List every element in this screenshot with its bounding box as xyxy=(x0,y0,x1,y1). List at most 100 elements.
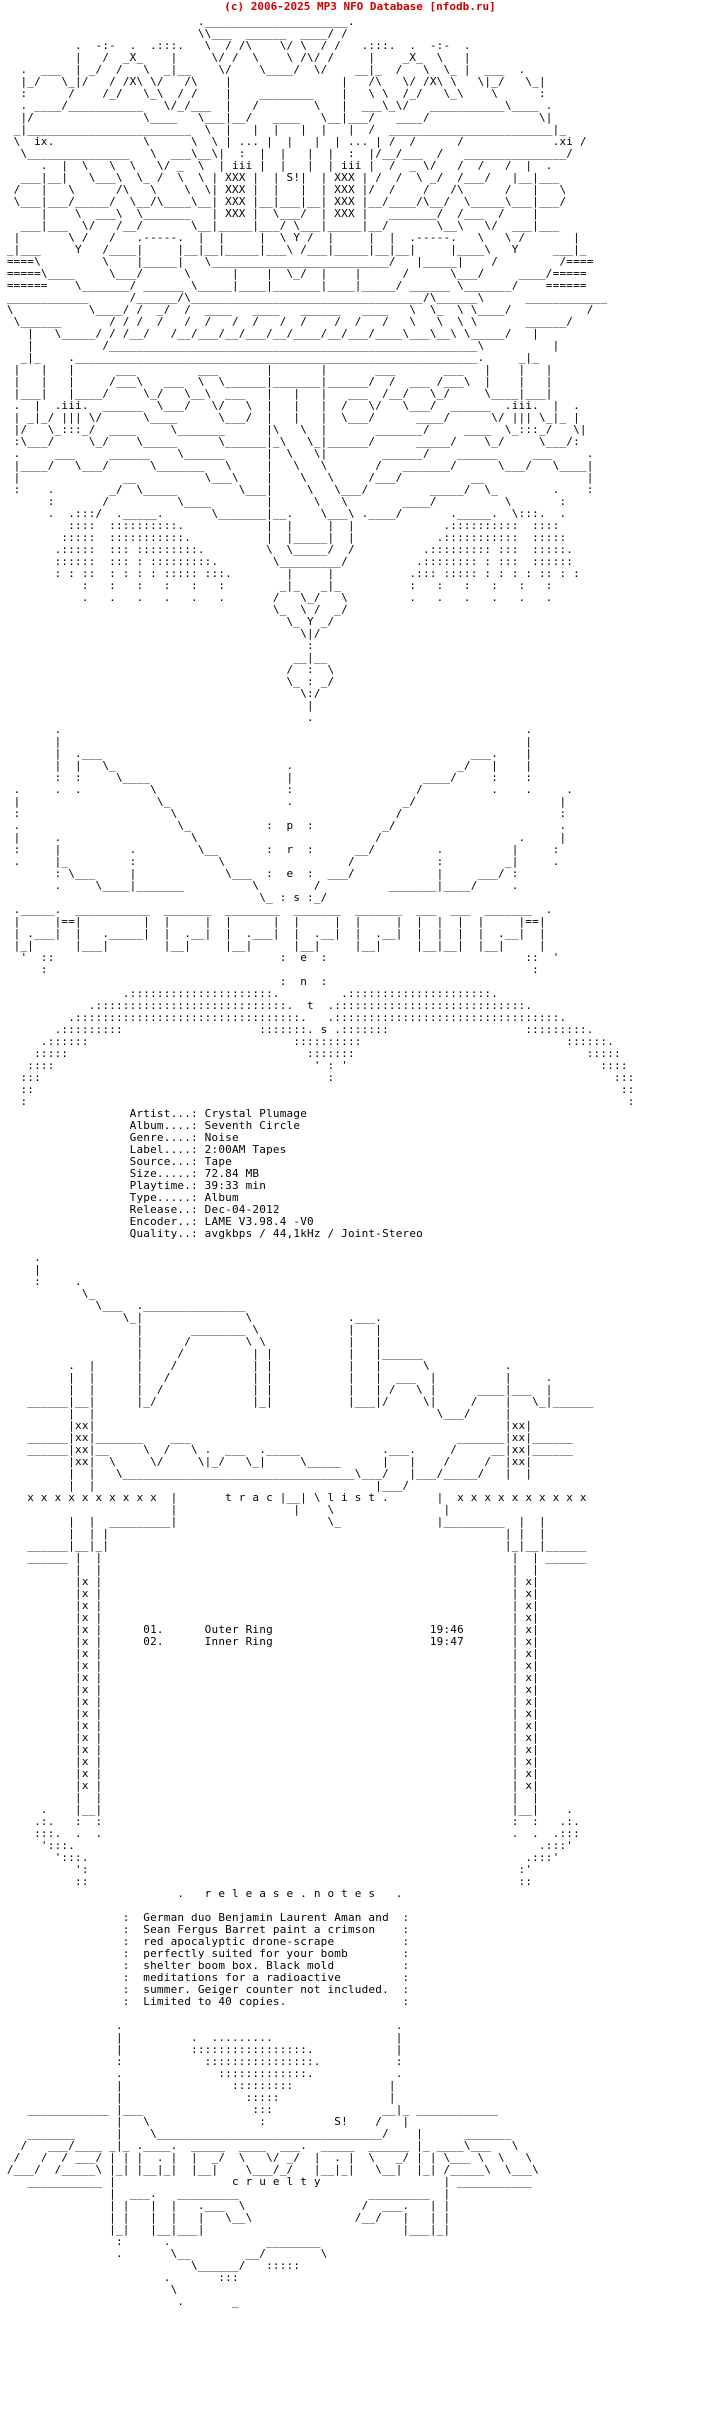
nfo-line: . \_ : p : _/ . xyxy=(0,819,567,832)
nfo-line: | | | | .___ \ / ___. | | xyxy=(0,2199,451,2212)
nfo-line: . xyxy=(0,1251,41,1264)
nfo-line: / / / ___/ | | | . | | _/ \ \/ _/ | . | … xyxy=(0,2151,533,2164)
nfo-line: : red apocalyptic drone-scrape : xyxy=(0,1935,410,1948)
nfo-line: |x | | x| xyxy=(0,1611,539,1624)
nfo-line: | | | / | | | | ___ | | . xyxy=(0,1371,553,1384)
nfo-line: _|___ Y /____| |__|__|_____|___\ /___|__… xyxy=(0,243,587,256)
nfo-line: | \ / / .-----. | | | \ Y / | | | .-----… xyxy=(0,231,580,244)
nfo-line: . \____|_______ \ / _______|____/ . xyxy=(0,879,519,892)
nfo-line: | _|_/ ||| \/ \____ \___/ | | | \___/ __… xyxy=(0,411,580,424)
nfo-line: | __ \___\ | \ \ /___/ __ | xyxy=(0,471,594,484)
nfo-line: | | | | xyxy=(0,1791,539,1804)
nfo-line: |x | | x| xyxy=(0,1683,539,1696)
nfo-line: : . xyxy=(0,1275,82,1288)
nfo-line: . | | / | | | | \ . xyxy=(0,1359,512,1372)
nfo-line: : meditations for a radioactive : xyxy=(0,1971,410,1984)
nfo-line: : summer. Geiger counter not included. : xyxy=(0,1983,410,1996)
nfo-line: | | \__________________________________\… xyxy=(0,1467,533,1480)
nfo-line: ___|___ \/ /__/ \__|_____|___/ \___|____… xyxy=(0,219,560,232)
nfo-line: ::::: :::::::::::. | |_____| | .::::::::… xyxy=(0,531,567,544)
nfo-line: :::: ' : ' :::: xyxy=(0,1059,628,1072)
nfo-line: | ___. _________ _________ | xyxy=(0,2187,451,2200)
nfo-line: : shelter boom box. Black mold : xyxy=(0,1959,410,1972)
nfo-line: : \___ | \___ : e : ___/ | ___/ : xyxy=(0,867,519,880)
nfo-line: ::::: ::::::: ::::: xyxy=(0,1047,621,1060)
nfo-line: ':::. .:::' xyxy=(0,1839,574,1852)
nfo-line: .:. : : : : .:. xyxy=(0,1815,580,1828)
nfo-line: ._____. ___________ _______ ________ ___… xyxy=(0,903,553,916)
nfo-line: | ::::::::: | xyxy=(0,2079,396,2092)
nfo-line: | . \ / . | xyxy=(0,831,567,844)
nfo-line: | | \_ . _/ | | xyxy=(0,759,533,772)
nfo-line: |x | | x| xyxy=(0,1599,539,1612)
nfo-line: ._____________________. xyxy=(0,16,355,28)
nfo-line: /___/ /_____\ |_| |__|_| |__| \___/_/ |_… xyxy=(0,2163,539,2176)
nfo-line: :::. . . . . .::: xyxy=(0,1827,580,1840)
nfo-line: | /_____________________________________… xyxy=(0,339,560,352)
nfo-line: Album....: Seventh Circle xyxy=(0,1119,301,1132)
nfo-line: . xyxy=(0,711,314,724)
nfo-line: Label....: 2:00AM Tapes xyxy=(0,1143,287,1156)
nfo-line: . . . . . . / \_/ \ . . . . . . xyxy=(0,591,553,604)
nfo-line: \_| \ .___. xyxy=(0,1311,383,1324)
nfo-line: |x | | x| xyxy=(0,1587,539,1600)
nfo-line: \ ix. \ \ \ | ... | | | | ... | / / / .x… xyxy=(0,135,587,148)
nfo-line: . r e l e a s e . n o t e s . xyxy=(0,1887,403,1900)
nfo-line: | |==| | | | | | | | | | | | | | |==| xyxy=(0,915,546,928)
nfo-line: .:::::::::::::::::::::::::::::::::. .:::… xyxy=(0,1011,567,1024)
nfo-line: : ::::::::::::::::. : xyxy=(0,2055,403,2068)
nfo-line: Artist...: Crystal Plumage xyxy=(0,1107,308,1120)
nfo-line: :: :: xyxy=(0,1083,635,1096)
nfo-line: ______|xx|__ \ / \ . ___ ._____ .___. / … xyxy=(0,1443,574,1456)
nfo-line: ___________ | c r u e l t y | __________… xyxy=(0,2175,533,2188)
nfo-line: .::::: ::: :::::::::. \ \_____/ / .:::::… xyxy=(0,543,574,556)
nfo-line: / | \ /\ \ \ \| XXX | | | | XXX |/ / / /… xyxy=(0,183,567,196)
nfo-line: ' :: : e : :: ' xyxy=(0,951,560,964)
nfo-line: ____________ |___ ::: __|_ ____________ xyxy=(0,2103,499,2116)
nfo-line: \______ / / / / / / / / / / / / / \ \ \ … xyxy=(0,315,574,328)
nfo-line: ___|__| \___\ \_ / \ \ | XXX | | S!| | X… xyxy=(0,171,560,184)
nfo-line: | \_ . _/ | xyxy=(0,795,567,808)
nfo-line: . ___ | _/ / \ _|__ \/ \____/ \/ __|_ / … xyxy=(0,63,526,76)
nfo-line: \______/ ::::: xyxy=(0,2259,301,2272)
nfo-line: |x | | x| xyxy=(0,1731,539,1744)
nfo-line: :: :: xyxy=(0,1875,533,1888)
nfo-line: :::: ::::::::::. | | | | .:::::::::: :::… xyxy=(0,519,560,532)
nfo-line: \_ Y _/ xyxy=(0,615,335,628)
nfo-line: |x | 02. Inner Ring 19:47 | x| xyxy=(0,1635,539,1648)
nfo-line: Encoder..: LAME V3.98.4 -V0 xyxy=(0,1215,314,1228)
nfo-line: . . . \ : / . . . xyxy=(0,783,574,796)
nfo-line: : . ________ xyxy=(0,2235,321,2248)
nfo-line: |_| |___| |__| |__| |__| |__| |__|__| |_… xyxy=(0,939,546,952)
nfo-line: ====\ \ |_____| \_______________________… xyxy=(0,255,594,268)
nfo-line: | / \ \ | | xyxy=(0,1335,383,1348)
nfo-line: | | | | xyxy=(0,1563,539,1576)
nfo-line: | | \___/ | xyxy=(0,1407,512,1420)
nfo-line: |x | | x| xyxy=(0,1647,539,1660)
nfo-line: \_ xyxy=(0,1287,96,1300)
nfo-line: .::::::::::::::::::::::::::::. t .::::::… xyxy=(0,999,533,1012)
nfo-line: . . xyxy=(0,2019,403,2032)
nfo-line: : German duo Benjamin Laurent Aman and : xyxy=(0,1911,410,1924)
nfo-line: : : : : : : _|_ _|_ : : : : : : xyxy=(0,579,553,592)
nfo-line: |x | 01. Outer Ring 19:46 | x| xyxy=(0,1623,539,1636)
nfo-line: \_ \ / _/ xyxy=(0,603,348,616)
nfo-line: \\___ ______ ____/ / xyxy=(0,27,348,40)
nfo-line: |_| |__|___| |___|_| xyxy=(0,2223,451,2236)
nfo-line: : \ / : xyxy=(0,807,567,820)
nfo-line: . ___ ______ \______ | \ \| ______/ ____… xyxy=(0,447,594,460)
nfo-line: Genre....: Noise xyxy=(0,1131,239,1144)
nfo-line: |x | | x| xyxy=(0,1671,539,1684)
nfo-line: |/ \____ \___|__/ ____ \__|___/ ____/ \| xyxy=(0,111,553,124)
nfo-line: . | .iii. ______ \___/ \/ \ | | | / \/ \… xyxy=(0,399,580,412)
nfo-line: \:/ xyxy=(0,687,321,700)
nfo-line: . _ xyxy=(0,2295,239,2308)
nfo-line: |x | | x| xyxy=(0,1575,539,1588)
nfo-line: |___| |____/ \_/ \__\ ___ | | | ___ /__/… xyxy=(0,387,553,400)
nfo-line: . :::::::::::::. . xyxy=(0,2067,403,2080)
nfo-line: |x | | x| xyxy=(0,1707,539,1720)
nfo-line: ::: : ::: xyxy=(0,1071,635,1084)
nfo-line: Source...: Tape xyxy=(0,1155,232,1168)
nfo-line: | | \ | xyxy=(0,1503,451,1516)
nfo-line: =====\____ \___/ \ | | \_/ | | / \___/ _… xyxy=(0,267,587,280)
